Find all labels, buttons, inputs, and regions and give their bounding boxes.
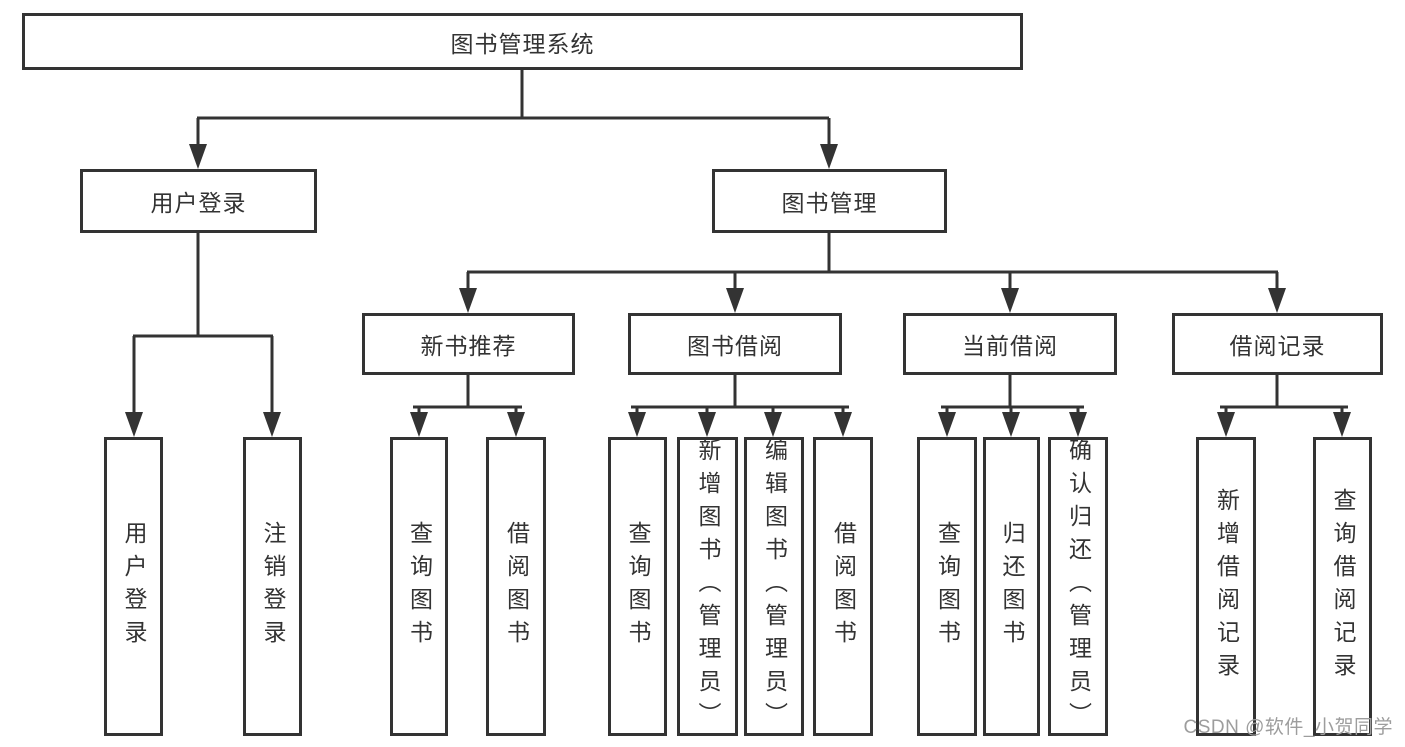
leaf-label: 借阅图书 [830, 520, 857, 653]
leaf-edit-books-admin: 编辑图书（管理员） [744, 437, 804, 736]
leaf-query-books-borrow: 查询图书 [608, 437, 667, 736]
leaf-add-books-admin: 新增图书（管理员） [677, 437, 738, 736]
leaf-label: 查询借阅记录 [1330, 487, 1356, 686]
connector-user-login-split [132, 233, 274, 413]
node-new-book-recommendation: 新书推荐 [362, 313, 575, 375]
arrow-down-icon [1069, 412, 1087, 437]
arrow-down-icon [459, 288, 477, 313]
leaf-label: 确认归还（管理员） [1065, 438, 1092, 735]
arrow-down-icon [1268, 288, 1286, 313]
node-label: 图书管理系统 [450, 30, 595, 57]
leaf-label: 注销登录 [260, 520, 286, 653]
connector-root-split [196, 70, 831, 145]
connector-book-management-split [466, 233, 1279, 289]
leaf-user-login: 用户登录 [104, 437, 163, 736]
node-label: 图书借阅 [687, 333, 783, 359]
leaf-label: 查询图书 [406, 520, 433, 653]
arrow-down-icon [1002, 412, 1020, 437]
arrow-down-icon [834, 412, 852, 437]
arrow-down-icon [507, 412, 525, 437]
arrow-down-icon [764, 412, 782, 437]
leaf-borrow-books-recommend: 借阅图书 [486, 437, 546, 736]
arrow-down-icon [410, 412, 428, 437]
leaf-label: 新增借阅记录 [1213, 487, 1240, 686]
csdn-watermark: CSDN @软件_小贺同学 [1183, 717, 1393, 738]
connector-borrow-record-split [1220, 375, 1348, 415]
connector-new-book-split [413, 375, 522, 415]
arrow-down-icon [628, 412, 646, 437]
leaf-label: 新增图书（管理员） [695, 438, 721, 735]
leaf-logout-login: 注销登录 [243, 437, 302, 736]
leaf-label: 借阅图书 [503, 520, 530, 653]
connector-current-borrow-split [941, 375, 1084, 415]
leaf-label: 归还图书 [999, 520, 1025, 653]
leaf-label: 查询图书 [625, 520, 651, 653]
node-label: 图书管理 [781, 190, 878, 216]
leaf-label: 用户登录 [121, 520, 147, 653]
leaf-add-borrow-record: 新增借阅记录 [1196, 437, 1256, 736]
leaf-query-books-current: 查询图书 [917, 437, 977, 736]
node-book-borrowing: 图书借阅 [628, 313, 842, 375]
node-borrowing-records: 借阅记录 [1172, 313, 1383, 375]
arrow-down-icon [125, 412, 143, 437]
node-label: 用户登录 [150, 190, 247, 216]
node-label: 当前借阅 [962, 333, 1058, 359]
leaf-query-books-recommend: 查询图书 [390, 437, 448, 736]
arrow-down-icon [726, 288, 744, 313]
arrow-down-icon [263, 412, 281, 437]
arrow-down-icon [820, 144, 838, 169]
leaf-label: 编辑图书（管理员） [761, 438, 788, 735]
leaf-query-borrow-record: 查询借阅记录 [1313, 437, 1372, 736]
node-current-borrowing: 当前借阅 [903, 313, 1117, 375]
arrow-down-icon [938, 412, 956, 437]
arrow-down-icon [189, 144, 207, 169]
leaf-confirm-return-admin: 确认归还（管理员） [1048, 437, 1108, 736]
arrow-down-icon [1217, 412, 1235, 437]
node-user-login: 用户登录 [80, 169, 317, 233]
arrow-down-icon [1333, 412, 1351, 437]
node-label: 借阅记录 [1229, 333, 1326, 359]
leaf-borrow-books: 借阅图书 [813, 437, 873, 736]
connector-book-borrow-split [631, 375, 849, 415]
arrow-down-icon [1001, 288, 1019, 313]
node-library-management-system: 图书管理系统 [22, 13, 1023, 70]
leaf-return-books: 归还图书 [983, 437, 1040, 736]
node-book-management: 图书管理 [712, 169, 947, 233]
node-label: 新书推荐 [420, 333, 517, 359]
arrow-down-icon [698, 412, 716, 437]
leaf-label: 查询图书 [934, 520, 961, 653]
